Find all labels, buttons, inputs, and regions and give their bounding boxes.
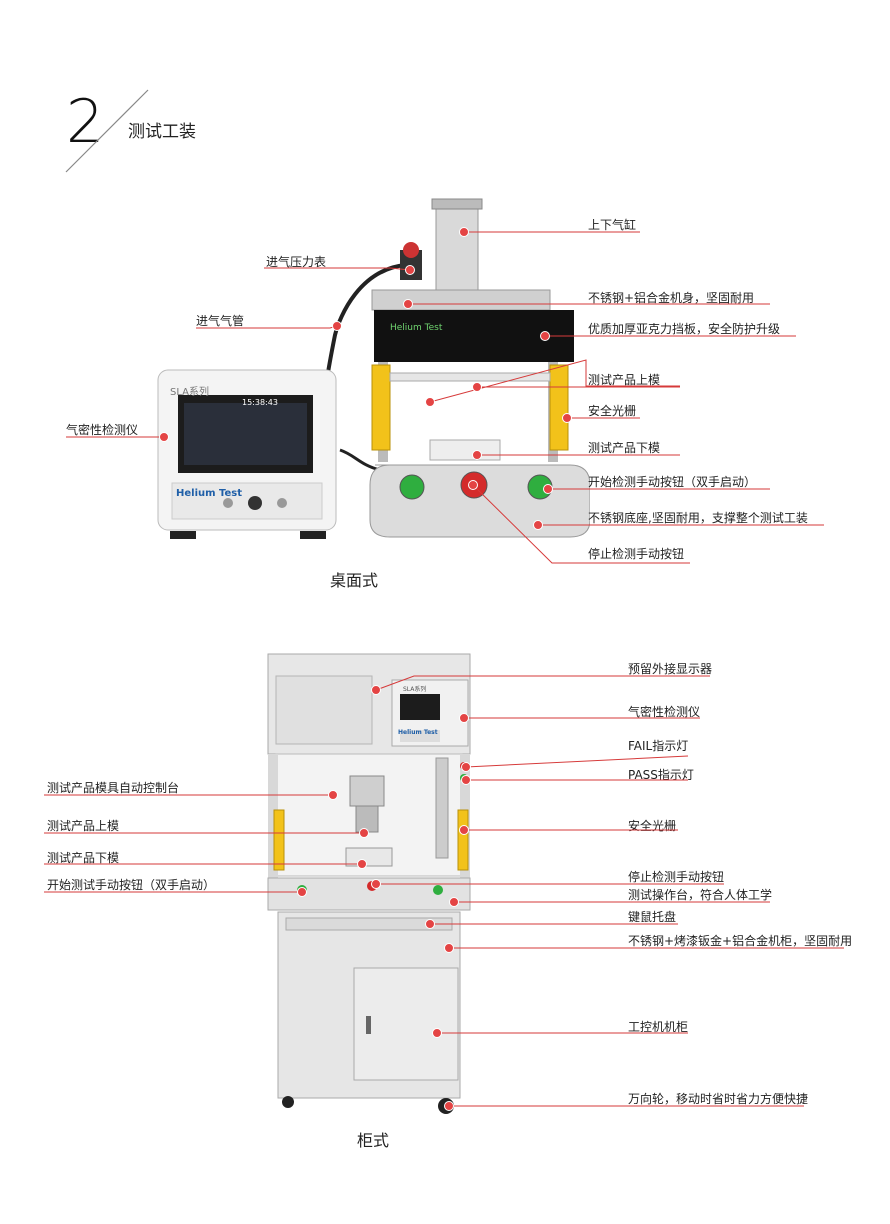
- label-acrylic: 优质加厚亚克力挡板，安全防护升级: [588, 322, 781, 336]
- label-operating-table: 测试操作台，符合人体工学: [628, 888, 773, 902]
- label-start-button: 开始检测手动按钮（双手启动）: [588, 475, 757, 489]
- label-keyboard-tray: 键鼠托盘: [628, 910, 677, 924]
- label-cabinet-tester: 气密性检测仪: [628, 705, 701, 719]
- label-cabinet-body: 不锈钢+烤漆钣金+铝合金机柜，坚固耐用: [628, 934, 853, 948]
- label-body: 不锈钢+铝合金机身，坚固耐用: [588, 291, 755, 305]
- desktop-tester-series: SLA系列: [170, 387, 209, 398]
- label-cabinet-start-button: 开始测试手动按钮（双手启动）: [47, 878, 216, 892]
- cabinet-leader-lines: [44, 675, 844, 1111]
- desktop-machine-illustration: Helium Test: [157, 198, 590, 539]
- label-fail-light: FAIL指示灯: [628, 739, 689, 753]
- label-light-curtain: 安全光栅: [588, 404, 637, 418]
- cabinet-tester-series: SLA系列: [403, 686, 427, 693]
- label-cabinet-stop-button: 停止检测手动按钮: [628, 870, 725, 884]
- desktop-caption: 桌面式: [330, 571, 379, 590]
- cabinet-tester-brand: Helium Test: [398, 729, 438, 736]
- desktop-leader-lines: [66, 227, 824, 564]
- label-air-pipe: 进气气管: [196, 314, 245, 328]
- label-auto-console: 测试产品模具自动控制台: [47, 781, 180, 795]
- label-pass-light: PASS指示灯: [628, 768, 694, 782]
- section-number: 2: [66, 87, 105, 157]
- label-cylinder: 上下气缸: [588, 218, 637, 232]
- cabinet-caption: 柜式: [357, 1131, 390, 1150]
- label-cabinet-upper-mold: 测试产品上模: [47, 819, 120, 833]
- label-base: 不锈钢底座,坚固耐用，支撑整个测试工装: [588, 511, 808, 525]
- desktop-tester-clock: 15:38:43: [242, 398, 278, 407]
- section-title: 测试工装: [128, 122, 196, 142]
- label-ipc-cabinet: 工控机机柜: [628, 1020, 689, 1034]
- label-casters: 万向轮，移动时省时省力方便快捷: [628, 1092, 809, 1106]
- desktop-tester-brand: Helium Test: [176, 488, 243, 499]
- label-upper-mold: 测试产品上模: [588, 373, 661, 387]
- label-cabinet-light-curtain: 安全光栅: [628, 819, 677, 833]
- label-stop-button: 停止检测手动按钮: [588, 547, 685, 561]
- label-cabinet-lower-mold: 测试产品下模: [47, 851, 120, 865]
- cabinet-machine-illustration: [267, 653, 471, 1114]
- section-slash: [65, 89, 149, 173]
- label-monitor: 预留外接显示器: [628, 662, 713, 676]
- label-tester: 气密性检测仪: [66, 423, 139, 437]
- svg-text:Helium Test: Helium Test: [390, 323, 443, 333]
- label-pressure-gauge: 进气压力表: [266, 255, 327, 269]
- label-lower-mold: 测试产品下模: [588, 441, 661, 455]
